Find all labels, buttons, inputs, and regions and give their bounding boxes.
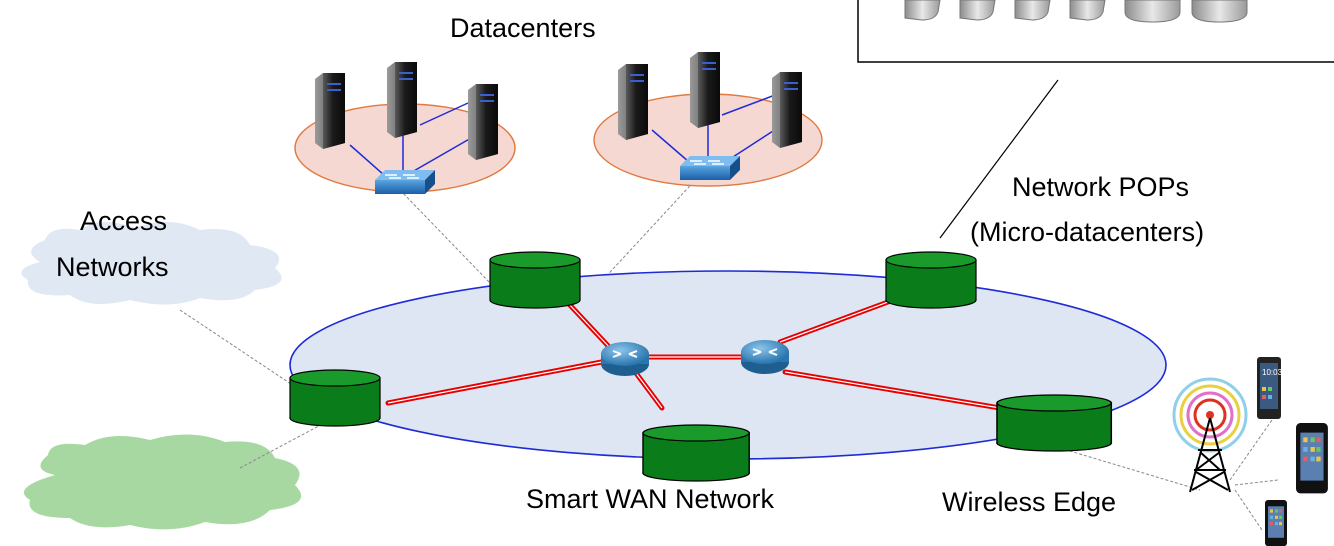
pop-top-right — [885, 251, 977, 309]
server-icon — [618, 64, 648, 140]
inset-pointer-line — [939, 79, 1059, 239]
access-cloud-blue — [21, 221, 282, 305]
datacenter-right — [593, 52, 823, 187]
switch-icon — [679, 155, 741, 181]
smartphone-icon — [1265, 500, 1287, 546]
access-networks-label-line1: Access — [80, 206, 167, 236]
pop-top-left — [489, 251, 581, 309]
pop-bottom — [642, 424, 750, 482]
smartphone-icon: 10:03 — [1257, 357, 1283, 419]
server-icon — [468, 84, 498, 160]
datacenter-left — [294, 62, 516, 195]
smart-wan-label: Smart WAN Network — [526, 484, 775, 514]
access-cloud-green — [23, 434, 302, 530]
pop-left — [289, 369, 381, 427]
storage-row — [904, 0, 1248, 23]
network-pops-label-line1: Network POPs — [1012, 172, 1189, 202]
server-icon — [772, 72, 802, 148]
svg-text:10:03: 10:03 — [1262, 368, 1283, 377]
wireless-edge-label: Wireless Edge — [942, 487, 1116, 517]
router-icon — [600, 341, 650, 377]
router-icon — [740, 339, 790, 375]
network-pops-label-line2: (Micro-datacenters) — [970, 217, 1204, 247]
server-icon — [315, 73, 345, 149]
access-networks-label-line2: Networks — [56, 252, 169, 282]
server-icon — [690, 52, 720, 128]
server-icon — [387, 62, 417, 138]
pop-detail-inset — [857, 0, 1334, 239]
datacenters-label: Datacenters — [450, 13, 596, 43]
dashed-links — [179, 174, 1279, 531]
smartphone-icon — [1296, 423, 1328, 494]
switch-icon — [374, 169, 436, 195]
cell-tower-icon — [1172, 377, 1248, 493]
pop-right — [996, 394, 1113, 452]
